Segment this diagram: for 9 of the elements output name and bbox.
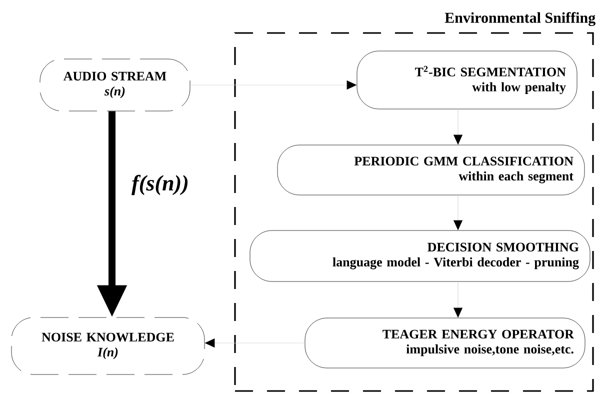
edge-label: f(s(n)) xyxy=(132,174,188,196)
process-box: T$^{2}$-BIC SEGMENTATION with low penalty xyxy=(356,50,578,110)
frame-heading: Environmental Sniffing xyxy=(444,12,596,26)
process-box: TEAGER ENERGY OPERATOR impulsive noise,tone noise,etc. xyxy=(304,318,586,368)
dashed-frame xyxy=(234,32,594,392)
terminal-box: NOISE KNOWLEDGE I(n) xyxy=(11,317,205,375)
process-box: PERIODIC GMM CLASSIFICATION within each segment xyxy=(277,144,585,196)
terminal-box: AUDIO STREAM s(n) xyxy=(40,58,190,112)
process-box: DECISION SMOOTHING language model - Viterbi decoder - pruning xyxy=(250,230,590,282)
